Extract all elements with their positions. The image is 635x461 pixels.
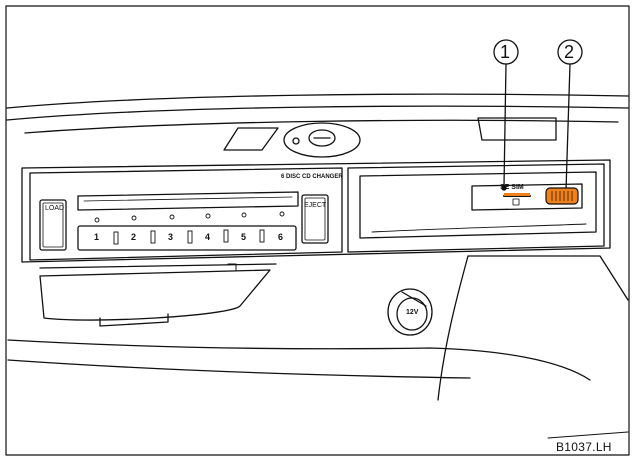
- disc-led-4: [205, 213, 211, 219]
- connector-pins: [551, 191, 573, 201]
- compartment-shelf: [371, 223, 587, 233]
- center-console-housing: [21, 159, 611, 263]
- sim-slot-label: SE SIM: [500, 184, 524, 191]
- callout-1-leader: [503, 63, 507, 187]
- console-divider: [437, 255, 469, 401]
- load-button-face: [42, 202, 64, 248]
- key-switch-knob: [308, 129, 336, 147]
- power-socket-label: 12V: [406, 309, 419, 316]
- key-symbol: [292, 137, 300, 145]
- power-socket-housing: [387, 288, 433, 336]
- callout-1-number: 1: [500, 42, 511, 62]
- figure-frame: [5, 5, 630, 456]
- clock-panel: [223, 127, 279, 151]
- disc-separator: [223, 229, 229, 243]
- disc-button-2[interactable]: 2: [131, 232, 137, 242]
- tray-tab: [227, 263, 237, 271]
- disc-button-1[interactable]: 1: [94, 232, 100, 242]
- disc-led-3: [169, 214, 175, 220]
- figure-code: B1037.LH: [556, 440, 612, 454]
- disc-led-2: [131, 215, 137, 221]
- console-lower-edge: [7, 339, 591, 381]
- callout-2-leader: [565, 63, 571, 191]
- fascia-lower-curve-2: [24, 119, 619, 134]
- storage-compartment: [347, 163, 605, 253]
- load-button[interactable]: [39, 199, 67, 251]
- eject-button-label: EJECT: [304, 202, 327, 209]
- fascia-lower-curve: [6, 105, 629, 121]
- sim-icon: [512, 198, 520, 206]
- eject-button[interactable]: [301, 194, 329, 244]
- disc-led-5: [241, 212, 247, 218]
- console-right-contour: [467, 255, 629, 301]
- callout-2-number: 2: [564, 42, 575, 62]
- sim-led: [504, 193, 530, 196]
- vent-slot: [477, 117, 557, 141]
- key-switch-housing: [283, 122, 361, 158]
- disc-button-3[interactable]: 3: [168, 232, 174, 242]
- floor-line: [547, 431, 629, 439]
- cd-slot: [77, 191, 299, 211]
- power-socket-lever: [401, 291, 427, 307]
- disc-separator: [187, 230, 193, 244]
- lower-tray-notch: [99, 313, 169, 327]
- disc-button-6[interactable]: 6: [278, 232, 284, 242]
- fascia-upper-curve: [6, 93, 629, 109]
- disc-button-strip: [77, 225, 297, 251]
- disc-led-6: [279, 211, 285, 217]
- console-base-line: [7, 359, 471, 379]
- sim-module: [471, 183, 583, 211]
- disc-button-5[interactable]: 5: [241, 232, 247, 242]
- disc-separator: [150, 230, 156, 244]
- compartment-recess: [359, 171, 597, 239]
- load-button-label: LOAD: [45, 205, 65, 212]
- eject-button-face: [304, 197, 326, 241]
- disc-button-4[interactable]: 4: [205, 232, 211, 242]
- cd-changer-unit: [29, 167, 343, 261]
- lower-tray: [39, 269, 271, 321]
- lower-tray-lip: [39, 263, 277, 269]
- disc-separator: [113, 231, 119, 245]
- cd-slot-inner: [83, 196, 293, 202]
- disc-separator: [259, 229, 265, 243]
- card-connector: [545, 187, 579, 205]
- disc-led-1: [94, 217, 100, 223]
- cd-changer-title: 6 DISC CD CHANGER: [281, 174, 343, 180]
